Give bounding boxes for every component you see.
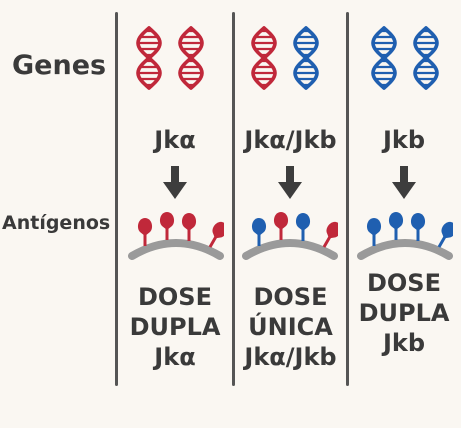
dose-label: DOSE DUPLA Jkb	[349, 268, 459, 358]
antigen-membrane	[128, 212, 224, 260]
allele-label: Jkα/Jkb	[244, 126, 337, 154]
dna-strand	[413, 26, 439, 90]
dna-icon	[371, 26, 397, 90]
dna-icon	[178, 26, 204, 90]
dose-label: DOSE ÚNICA Jkα/Jkb	[235, 282, 346, 372]
column-jka-homozygous: Jkα DOSE DUPLA Jkα	[118, 0, 232, 428]
dose-line: Jkα/Jkb	[244, 343, 337, 371]
divider-1	[115, 12, 118, 386]
dna-icon	[136, 26, 162, 90]
dna-strand	[251, 26, 277, 90]
antigen-jka	[137, 218, 153, 246]
membrane-arc	[357, 239, 453, 260]
antigen-jka	[273, 212, 289, 240]
antigen-jka	[208, 221, 224, 248]
antigen-membrane	[242, 212, 338, 260]
dose-line: DUPLA	[129, 313, 221, 341]
antigens-row-label: Antígenos	[2, 212, 111, 234]
divider-2	[232, 12, 235, 386]
antigen-jkb	[388, 212, 404, 240]
allele-label: Jkb	[382, 126, 426, 154]
divider-3	[346, 12, 349, 386]
dna-icon	[251, 26, 277, 90]
antigen-jka	[181, 213, 197, 241]
antigen-jkb	[295, 213, 311, 241]
gene-pair	[249, 26, 321, 90]
antigen-jkb	[366, 218, 382, 246]
dna-icon	[293, 26, 319, 90]
dose-line: DOSE	[137, 283, 212, 311]
antigen-jka	[159, 212, 175, 240]
allele-label: Jkα	[154, 126, 196, 154]
genes-row-label: Genes	[12, 50, 107, 81]
antigen-jka	[322, 221, 338, 248]
dna-strand	[178, 26, 204, 90]
dose-line: ÚNICA	[248, 313, 333, 341]
dose-line: DUPLA	[358, 299, 450, 327]
arrow-down-icon	[278, 166, 302, 199]
membrane-arc	[128, 239, 224, 260]
gene-pair	[134, 26, 206, 90]
dna-strand	[293, 26, 319, 90]
dose-line: DOSE	[253, 283, 328, 311]
gene-pair	[369, 26, 441, 90]
dose-line: Jkα	[154, 343, 196, 371]
antigen-jkb	[437, 221, 453, 248]
column-jka-jkb-heterozygous: Jkα/Jkb DOSE ÚNICA Jkα/Jkb	[235, 0, 346, 428]
column-jkb-homozygous: Jkb DOSE DUPLA Jkb	[349, 0, 459, 428]
antigen-membrane	[357, 212, 453, 260]
antigen-jkb	[251, 218, 267, 246]
arrow-down-icon	[163, 166, 187, 199]
dna-strand	[136, 26, 162, 90]
dose-label: DOSE DUPLA Jkα	[118, 282, 232, 372]
dna-strand	[371, 26, 397, 90]
membrane-arc	[242, 239, 338, 260]
dna-icon	[413, 26, 439, 90]
antigen-jkb	[410, 213, 426, 241]
arrow-down-icon	[392, 166, 416, 199]
dose-line: Jkb	[382, 329, 426, 357]
dose-line: DOSE	[366, 269, 441, 297]
